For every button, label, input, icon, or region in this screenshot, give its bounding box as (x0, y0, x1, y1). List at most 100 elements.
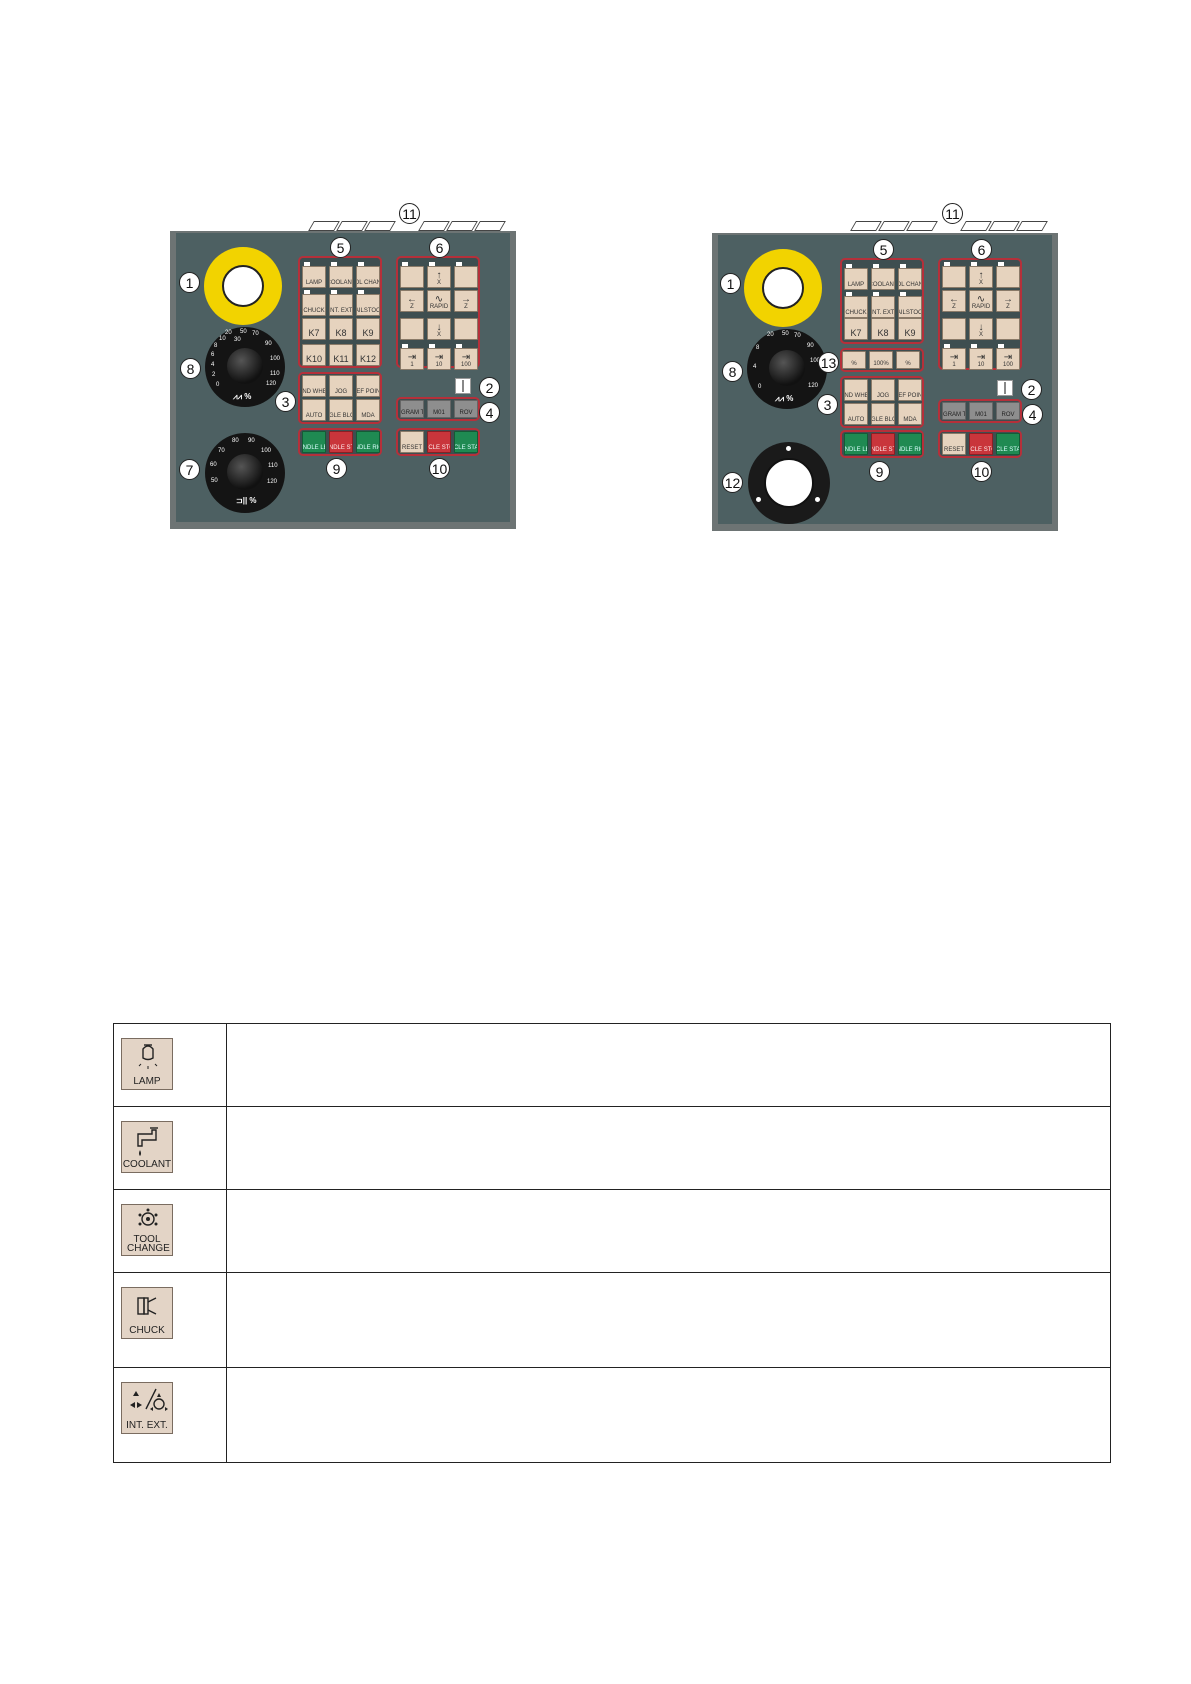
mode-key[interactable]: SINGLE BLOCK (329, 399, 353, 421)
increment-100-key[interactable]: ⇥100 (996, 348, 1020, 370)
function-key[interactable]: K9 (356, 318, 380, 340)
arrow-icon: ⇥ (976, 352, 986, 363)
function-key[interactable]: K7 (844, 318, 868, 340)
spindle-key[interactable]: SPINDLE RIGHT (898, 433, 922, 455)
callout-4: 4 (479, 402, 500, 423)
program-control-key[interactable]: ROV (454, 400, 478, 418)
function-key[interactable]: TAILSTOCK (356, 294, 380, 316)
spindle-override-key[interactable]: 100% (869, 351, 893, 369)
function-key[interactable]: K10 (302, 344, 326, 366)
dial-tick: 90 (807, 343, 814, 349)
mode-key[interactable]: HAND WHEEL (302, 375, 326, 397)
cycle-key[interactable]: RESET (400, 431, 424, 453)
feed-override-knob[interactable] (769, 350, 805, 386)
function-key[interactable]: K7 (302, 318, 326, 340)
function-key[interactable]: INT. EXT. (871, 296, 895, 318)
mode-key[interactable]: JOG (329, 375, 353, 397)
function-key[interactable]: K8 (329, 318, 353, 340)
program-control-key[interactable]: PROGRAM TEST (942, 402, 966, 420)
rapid-key[interactable]: ∿RAPID (969, 290, 993, 312)
function-key[interactable]: K12 (356, 344, 380, 366)
spindle-override-key[interactable]: % (896, 351, 920, 369)
cycle-key[interactable]: CYCLE START (454, 431, 478, 453)
x-minus-key[interactable]: ↓X (969, 318, 993, 340)
dial-tick: 0 (216, 382, 220, 388)
key-label: K9 (904, 328, 916, 338)
program-control-key[interactable]: M01 (427, 400, 451, 418)
mode-key[interactable]: JOG (871, 379, 895, 401)
spindle-key[interactable]: SPINDLE STOP (329, 431, 353, 453)
softkey-tab (960, 221, 992, 231)
increment-10-key[interactable]: ⇥10 (969, 348, 993, 370)
key-switch[interactable] (997, 380, 1013, 396)
cycle-key[interactable]: RESET (942, 433, 966, 455)
softkey-tab (988, 221, 1020, 231)
function-key[interactable]: LAMP (302, 266, 326, 288)
z-minus-key[interactable]: ←Z (400, 290, 424, 312)
z-minus-key[interactable]: ←Z (942, 290, 966, 312)
key-led (456, 344, 462, 348)
function-key[interactable]: COOLANT (871, 268, 895, 290)
increment-1-key[interactable]: ⇥1 (942, 348, 966, 370)
mode-key[interactable]: MDA (898, 403, 922, 425)
z-plus-key[interactable]: →Z (996, 290, 1020, 312)
key-led (846, 264, 852, 268)
blank-key[interactable] (454, 266, 478, 288)
feed-override-knob[interactable] (227, 348, 263, 384)
z-plus-key[interactable]: →Z (454, 290, 478, 312)
blank-key[interactable] (996, 318, 1020, 340)
mode-key[interactable]: HAND WHEEL (844, 379, 868, 401)
arrow-icon: ⇥ (407, 352, 417, 363)
spindle-override-key[interactable]: % (842, 351, 866, 369)
key-switch[interactable] (455, 378, 471, 394)
function-key[interactable]: TOOL CHANGE (898, 268, 922, 290)
program-control-key[interactable]: M01 (969, 402, 993, 420)
mode-key[interactable]: REF POINT (898, 379, 922, 401)
blank-key[interactable] (942, 318, 966, 340)
key-label: CHUCK (845, 310, 867, 316)
cycle-key[interactable]: CYCLE START (996, 433, 1020, 455)
x-plus-key[interactable]: ↑X (969, 266, 993, 288)
function-key[interactable]: LAMP (844, 268, 868, 290)
rapid-key[interactable]: ∿RAPID (427, 290, 451, 312)
program-control-key[interactable]: PROGRAM TEST (400, 400, 424, 418)
key-led (873, 264, 879, 268)
arrow-icon: ← (407, 294, 417, 305)
mode-key[interactable]: AUTO (844, 403, 868, 425)
function-key[interactable]: K8 (871, 318, 895, 340)
handwheel-center[interactable] (764, 458, 814, 508)
function-key[interactable]: TAILSTOCK (898, 296, 922, 318)
x-plus-key[interactable]: ↑X (427, 266, 451, 288)
x-minus-key[interactable]: ↓X (427, 318, 451, 340)
blank-key[interactable] (996, 266, 1020, 288)
function-key[interactable]: K9 (898, 318, 922, 340)
blank-key[interactable] (942, 266, 966, 288)
cycle-key[interactable]: CYCLE STOP (969, 433, 993, 455)
spindle-key[interactable]: SPINDLE LEFT (302, 431, 326, 453)
mode-key[interactable]: AUTO (302, 399, 326, 421)
function-key[interactable]: CHUCK (302, 294, 326, 316)
cycle-key[interactable]: CYCLE STOP (427, 431, 451, 453)
increment-1-key[interactable]: ⇥1 (400, 348, 424, 370)
spindle-key[interactable]: SPINDLE LEFT (844, 433, 868, 455)
blank-key[interactable] (400, 318, 424, 340)
function-key[interactable]: K11 (329, 344, 353, 366)
function-key[interactable]: INT. EXT. (329, 294, 353, 316)
emergency-stop-button[interactable] (762, 267, 804, 309)
mode-key[interactable]: SINGLE BLOCK (871, 403, 895, 425)
mode-key[interactable]: MDA (356, 399, 380, 421)
function-key[interactable]: CHUCK (844, 296, 868, 318)
emergency-stop-button[interactable] (222, 265, 264, 307)
spindle-key[interactable]: SPINDLE RIGHT (356, 431, 380, 453)
icon-cell: LAMP (113, 1023, 227, 1107)
spindle-key[interactable]: SPINDLE STOP (871, 433, 895, 455)
increment-10-key[interactable]: ⇥10 (427, 348, 451, 370)
mode-key[interactable]: REF POINT (356, 375, 380, 397)
blank-key[interactable] (400, 266, 424, 288)
increment-100-key[interactable]: ⇥100 (454, 348, 478, 370)
function-key[interactable]: COOLANT (329, 266, 353, 288)
function-key[interactable]: TOOL CHANGE (356, 266, 380, 288)
program-control-key[interactable]: ROV (996, 402, 1020, 420)
blank-key[interactable] (454, 318, 478, 340)
spindle-override-knob[interactable] (227, 454, 263, 490)
